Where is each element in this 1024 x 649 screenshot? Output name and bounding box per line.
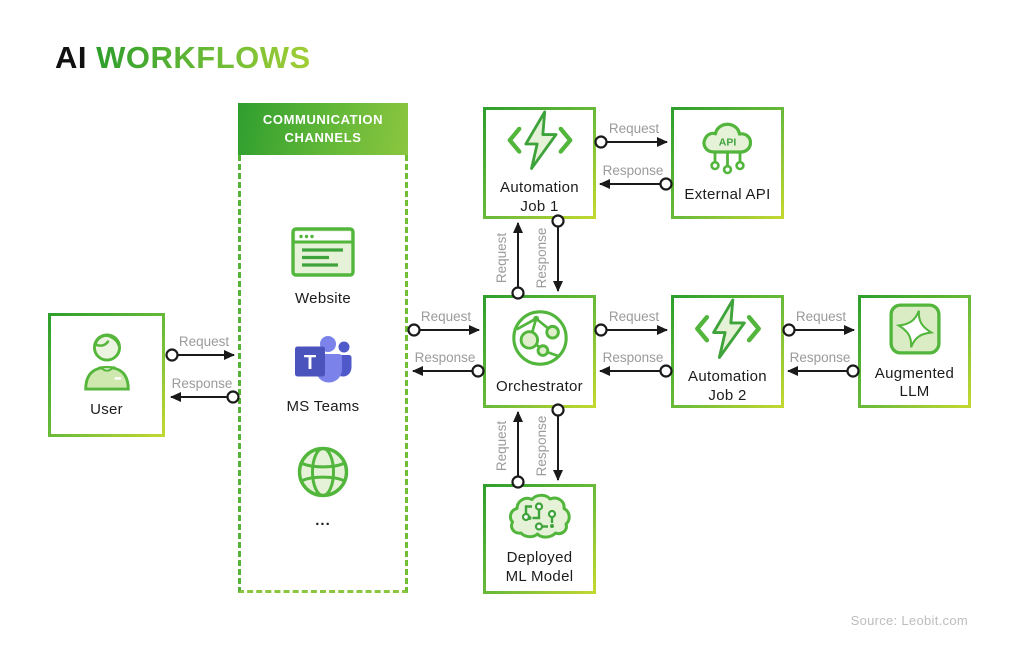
title-prefix: AI xyxy=(55,40,87,75)
edge-label-response: Response xyxy=(603,350,664,365)
teams-letter: T xyxy=(304,352,316,374)
node-label: User xyxy=(90,401,123,419)
node-label: External API xyxy=(684,186,771,204)
edge-label-request: Request xyxy=(609,121,660,136)
ms-teams-icon: T xyxy=(295,336,352,383)
edge-label-response: Response xyxy=(172,376,233,391)
node-automation-job-2: Automation Job 2 xyxy=(671,295,784,408)
node-deployed-ml-model: Deployed ML Model xyxy=(483,484,596,594)
channel-label: ... xyxy=(315,512,331,529)
globe-icon xyxy=(297,446,349,498)
edge-label-response: Response xyxy=(603,163,664,178)
page-title: AI WORKFLOWS xyxy=(55,40,311,76)
node-orchestrator: Orchestrator xyxy=(483,295,596,408)
channel-label: MS Teams xyxy=(286,398,360,415)
node-label: Deployed ML Model xyxy=(505,549,574,585)
edge-user-response: Response xyxy=(170,376,240,404)
edge-label-response: Response xyxy=(534,228,549,289)
node-label: Automation Job 2 xyxy=(688,368,767,404)
edge-label-request: Request xyxy=(609,309,660,324)
api-label: API xyxy=(718,137,736,149)
edge-label-response: Response xyxy=(534,416,549,477)
communication-channels-box: Website T MS Teams ... xyxy=(238,155,408,593)
edge-orchestrator-job2-request: Request xyxy=(594,309,668,337)
node-label: Orchestrator xyxy=(496,377,583,395)
node-label: Augmented LLM xyxy=(874,364,955,400)
automation-bolt-code-icon xyxy=(507,110,572,170)
edge-label-request: Request xyxy=(179,334,230,349)
edge-job1-api-request: Request xyxy=(594,121,668,149)
edge-user-request: Request xyxy=(165,334,235,362)
node-label: Automation Job 1 xyxy=(500,179,579,215)
edge-job2-llm-request: Request xyxy=(782,309,855,337)
channel-website: Website xyxy=(241,227,405,307)
channel-ms-teams: T MS Teams xyxy=(241,333,405,415)
edge-orchestrator-mlmodel-response: Response xyxy=(534,403,565,481)
website-browser-icon xyxy=(291,227,355,277)
edge-mlmodel-orchestrator-request: Request xyxy=(494,411,525,489)
edge-api-job1-response: Response xyxy=(599,163,673,191)
orchestrator-network-icon xyxy=(511,310,568,366)
communication-channels-header: COMMUNICATION CHANNELS xyxy=(238,103,408,155)
edge-job2-orchestrator-response: Response xyxy=(599,350,673,378)
edge-channels-response: Response xyxy=(412,350,485,378)
edge-llm-job2-response: Response xyxy=(787,350,860,378)
ml-brain-circuit-icon xyxy=(508,494,571,539)
node-automation-job-1: Automation Job 1 xyxy=(483,107,596,219)
title-highlight: WORKFLOWS xyxy=(96,40,311,75)
automation-bolt-code-icon xyxy=(694,298,761,359)
edge-label-request: Request xyxy=(494,421,509,472)
node-external-api: API External API xyxy=(671,107,784,219)
node-user: User xyxy=(48,313,165,437)
edge-label-request: Request xyxy=(421,309,472,324)
channel-label: Website xyxy=(294,290,351,307)
edge-label-request: Request xyxy=(796,309,847,324)
edge-label-response: Response xyxy=(415,350,476,365)
edge-label-request: Request xyxy=(494,233,509,284)
edge-channels-request: Request xyxy=(407,309,480,337)
edge-orchestrator-job1-request: Request xyxy=(494,222,525,300)
user-icon xyxy=(83,333,130,391)
edge-label-response: Response xyxy=(790,350,851,365)
edge-job1-orchestrator-response: Response xyxy=(534,214,565,292)
sparkle-icon xyxy=(888,303,941,355)
channel-other: ... xyxy=(241,445,405,529)
api-cloud-icon: API xyxy=(701,123,752,175)
source-credit: Source: Leobit.com xyxy=(850,613,968,628)
node-augmented-llm: Augmented LLM xyxy=(858,295,971,408)
